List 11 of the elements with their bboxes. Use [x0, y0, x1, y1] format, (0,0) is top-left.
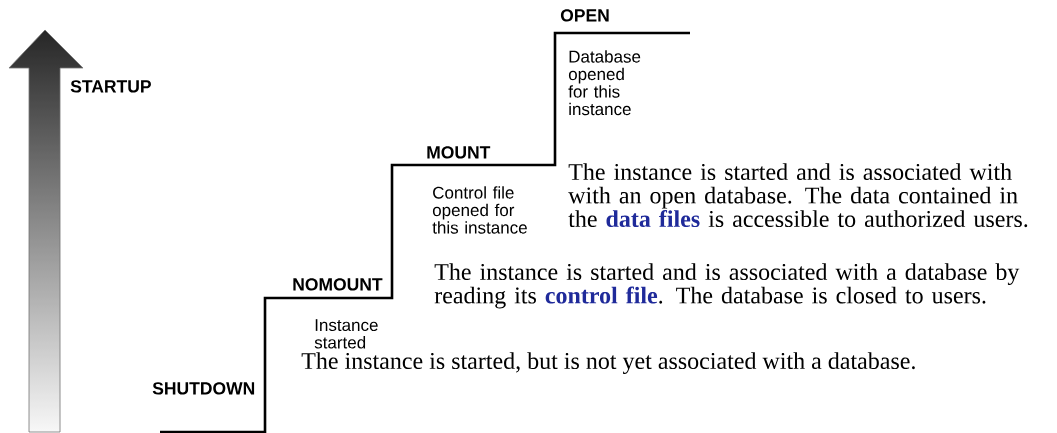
- state-label: MOUNT: [427, 146, 491, 159]
- state-label: STARTUP: [70, 80, 151, 93]
- state-label: OPEN: [560, 9, 609, 22]
- state-description: Control file opened for this instance: [432, 186, 527, 234]
- description-text: The instance is started, but is not yet associated with a database.: [301, 352, 915, 374]
- state-description: Instance started: [314, 319, 378, 349]
- state-description: Database opened for this instance: [568, 50, 641, 116]
- state-label: SHUTDOWN: [152, 382, 255, 395]
- state-label: NOMOUNT: [293, 278, 383, 291]
- description-text: The instance is started and is associated with a database by reading its control file. The database is closed to users.: [434, 263, 1020, 309]
- description-text: The instance is started and is associated with with an open database. The data contained in the data files is accessible to authorized users.: [568, 163, 1028, 228]
